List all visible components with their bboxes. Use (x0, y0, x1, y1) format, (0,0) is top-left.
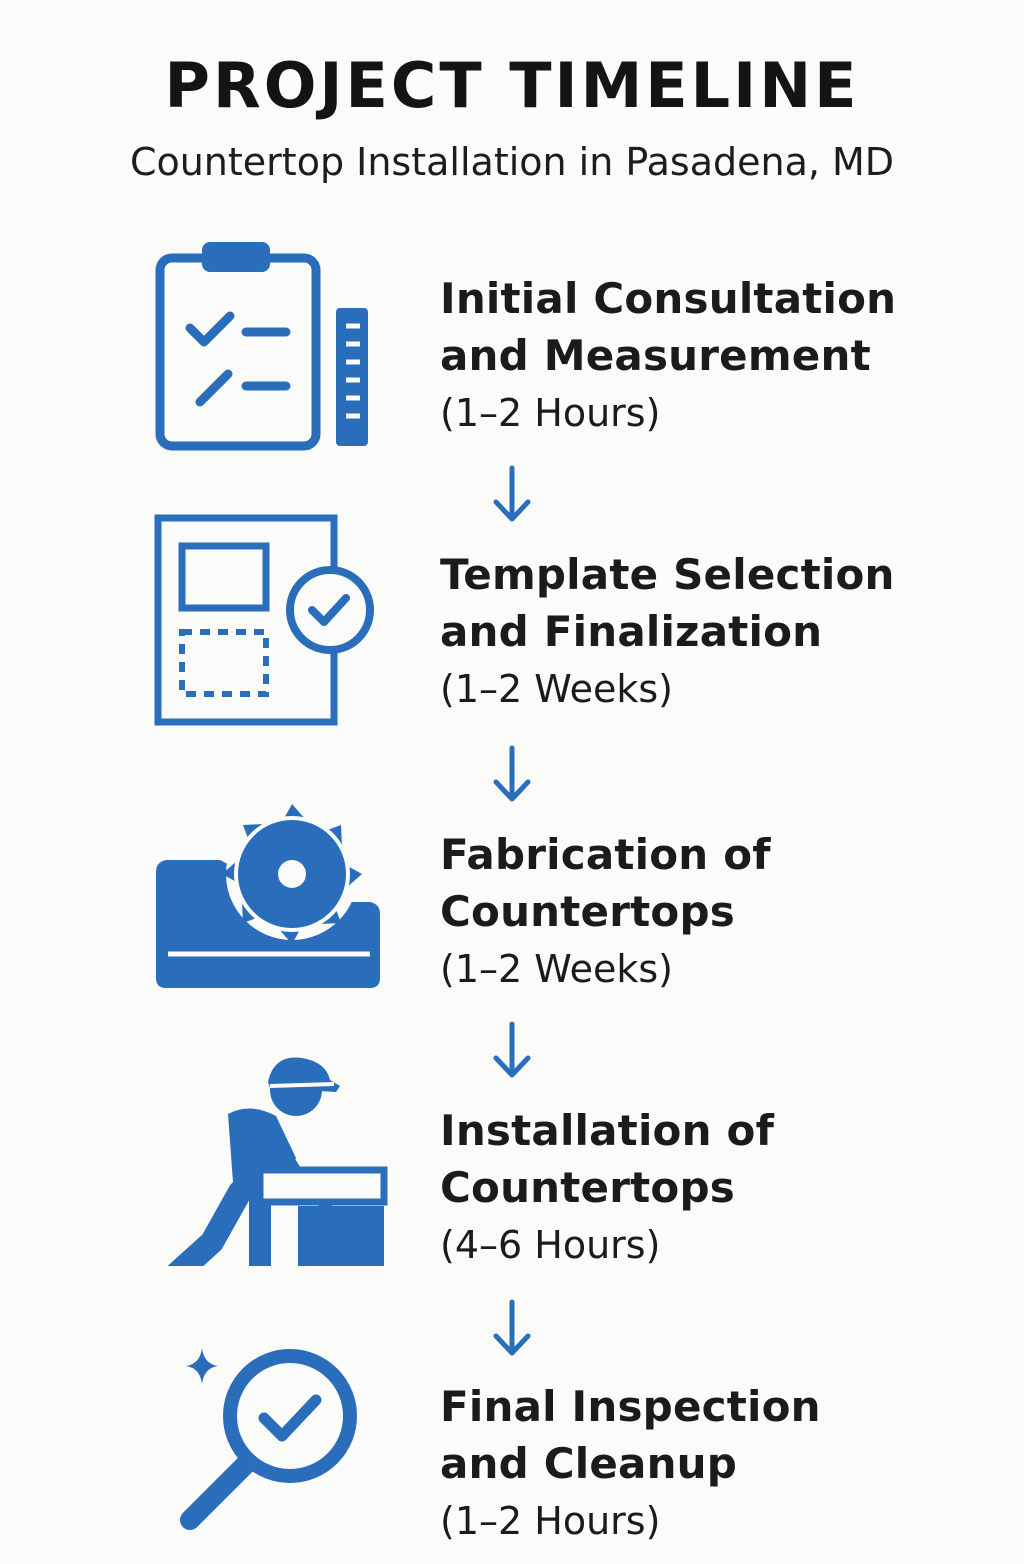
step-title-line2: Countertops (440, 887, 735, 936)
step-title-line2: and Finalization (440, 607, 823, 656)
step-title-line1: Fabrication of (440, 830, 771, 879)
arrow-down-icon (493, 745, 531, 802)
step-duration: (1–2 Hours) (440, 391, 661, 435)
page-subtitle: Countertop Installation in Pasadena, MD (129, 140, 895, 184)
step-title-line2: Countertops (440, 1163, 735, 1212)
step-title-line2: and Measurement (440, 331, 871, 380)
step-duration: (1–2 Weeks) (440, 667, 673, 711)
saw-blade-icon (156, 804, 380, 988)
worker-installing-icon (167, 1057, 388, 1266)
step-title-line1: Final Inspection (440, 1382, 821, 1431)
step-title-line1: Template Selection (440, 550, 895, 599)
clipboard-checklist-icon (155, 242, 368, 451)
arrow-down-icon (493, 465, 531, 522)
step-title-line2: and Cleanup (440, 1439, 738, 1488)
step-duration: (4–6 Hours) (440, 1223, 661, 1267)
step-title-line1: Installation of (440, 1106, 775, 1155)
step-duration: (1–2 Hours) (440, 1499, 661, 1543)
magnifier-check-icon (180, 1348, 357, 1530)
template-check-icon (154, 514, 374, 726)
step-duration: (1–2 Weeks) (440, 947, 673, 991)
step-title-line1: Initial Consultation (440, 274, 897, 323)
arrow-down-icon (493, 1021, 531, 1078)
page-title: PROJECT TIMELINE (164, 49, 860, 122)
arrow-down-icon (493, 1299, 531, 1356)
